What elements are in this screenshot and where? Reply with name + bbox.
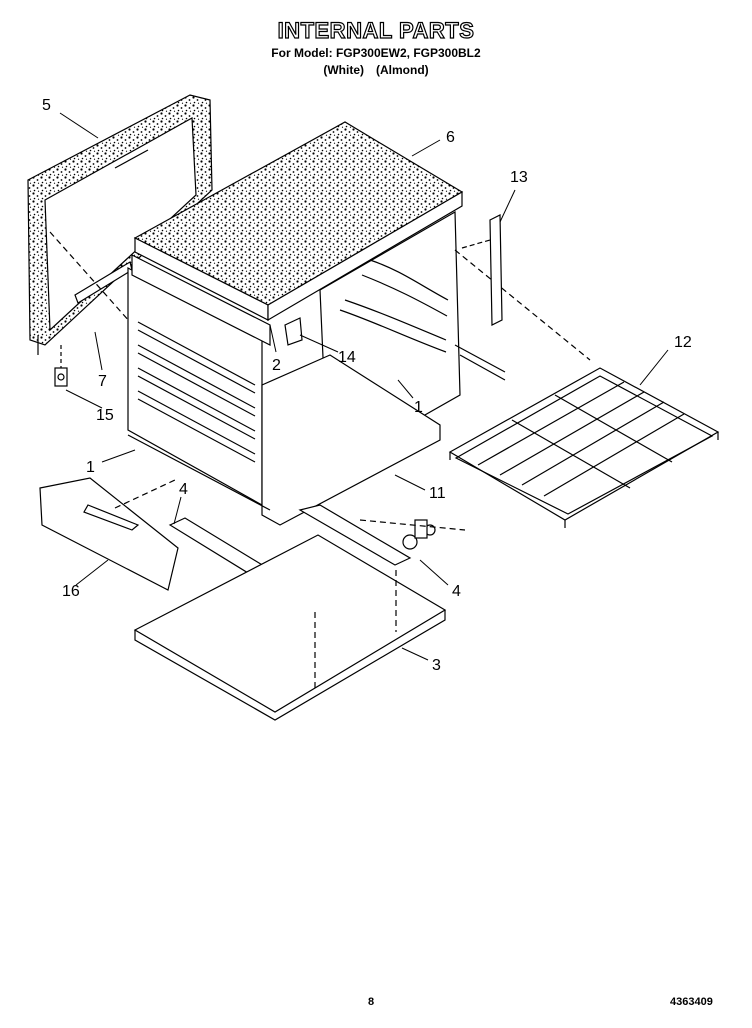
- callout-15: 15: [96, 407, 114, 424]
- callout-12: 12: [674, 334, 692, 351]
- callout-14: 14: [338, 349, 356, 366]
- callout-labels: 5 6 13 2 14 12 7 15 1 1 11 4 4 16 3: [42, 97, 692, 674]
- color-line: (White) (Almond): [0, 63, 752, 77]
- callout-16: 16: [62, 583, 80, 600]
- page-title: INTERNAL PARTS: [277, 17, 475, 43]
- part-16-trim: [39, 477, 179, 591]
- part-6-top: [133, 121, 464, 322]
- page-number: 8: [368, 996, 375, 1008]
- callout-5: 5: [42, 97, 51, 114]
- callout-13: 13: [510, 169, 528, 186]
- part-5-panel: [27, 94, 213, 355]
- leader-lines: [59, 112, 669, 661]
- part-14-bracket: [284, 317, 303, 346]
- callout-4-top: 4: [179, 481, 188, 498]
- part-1-left-wall: [127, 254, 271, 507]
- callout-4-right: 4: [452, 583, 461, 600]
- part-3-bottom-pan: [133, 534, 447, 721]
- part-13-strip: [461, 214, 503, 326]
- part-11-floor: [127, 354, 441, 526]
- part-12-rack: [448, 367, 720, 528]
- callout-7: 7: [98, 373, 107, 390]
- color-almond: (Almond): [376, 63, 429, 77]
- callout-3: 3: [432, 657, 441, 674]
- callout-2: 2: [272, 357, 281, 374]
- callout-1-left: 1: [86, 459, 95, 476]
- model-line: For Model: FGP300EW2, FGP300BL2: [271, 46, 481, 60]
- part-15-clip: [54, 345, 68, 387]
- color-white: (White): [323, 63, 364, 77]
- callout-6: 6: [446, 129, 455, 146]
- document-number: 4363409: [670, 996, 713, 1008]
- callout-11: 11: [429, 485, 446, 502]
- callout-1-right: 1: [414, 399, 423, 416]
